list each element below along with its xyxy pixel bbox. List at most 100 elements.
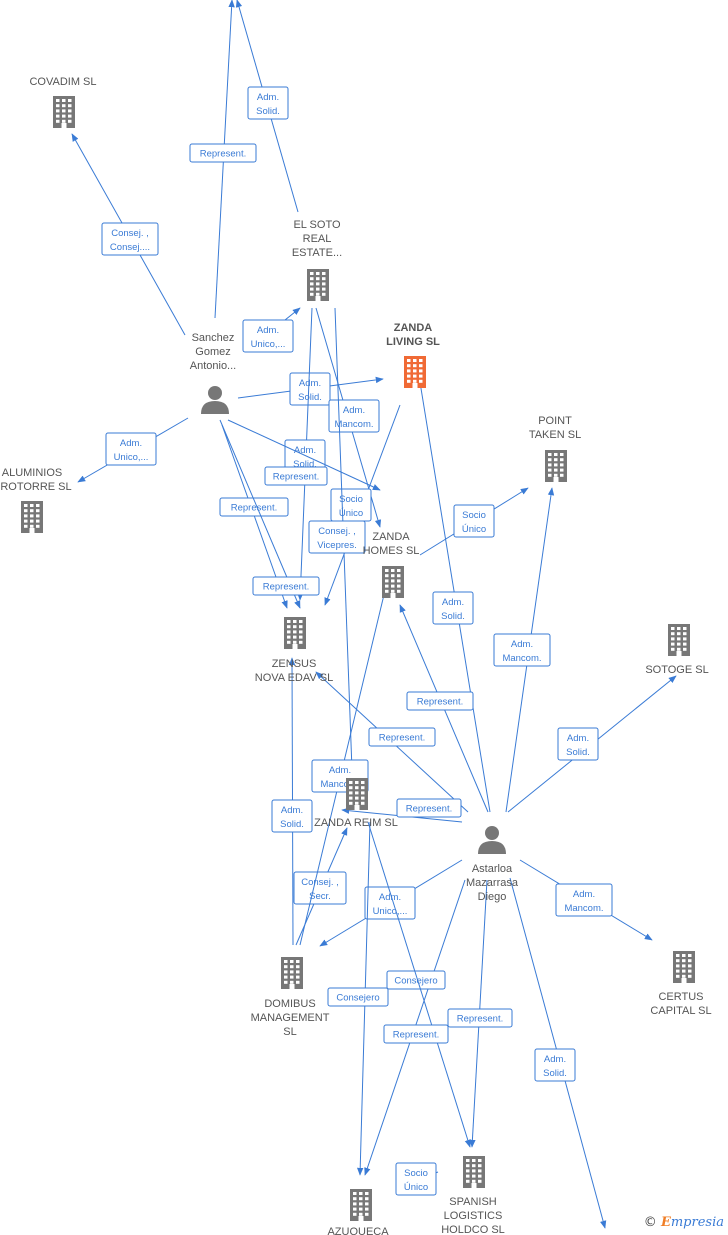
- node-label[interactable]: CAPITAL SL: [650, 1005, 711, 1017]
- person-icon[interactable]: [201, 386, 229, 414]
- edge-label-text: Consejero: [336, 993, 379, 1004]
- node-label[interactable]: EL SOTO: [293, 219, 341, 231]
- node-label[interactable]: Diego: [478, 891, 507, 903]
- node-certus[interactable]: CERTUS CAPITAL SL: [650, 951, 712, 1017]
- edge-label-box[interactable]: [328, 399, 380, 433]
- node-label[interactable]: SL: [283, 1026, 296, 1038]
- node-label[interactable]: POINT: [538, 415, 572, 427]
- node-label[interactable]: ZENSUS: [272, 658, 317, 670]
- edge-label-box[interactable]: [242, 319, 294, 353]
- node-domibus[interactable]: DOMIBUS MANAGEMENT SL: [251, 957, 330, 1038]
- edge-label-box[interactable]: [453, 504, 495, 538]
- node-label[interactable]: UROTORRE SL: [0, 481, 72, 493]
- node-label[interactable]: ZANDA: [394, 322, 433, 334]
- edge-label-box[interactable]: [289, 372, 331, 406]
- node-label[interactable]: TAKEN SL: [529, 429, 581, 441]
- node-label[interactable]: HOMES SL: [363, 545, 420, 557]
- edge-label-box[interactable]: [432, 591, 474, 625]
- node-label[interactable]: Gomez: [195, 346, 230, 358]
- node-elsoto[interactable]: EL SOTO REAL ESTATE...: [292, 219, 342, 301]
- edge-label-box[interactable]: [383, 1024, 449, 1044]
- building-icon[interactable]: [404, 356, 426, 388]
- node-label[interactable]: ZANDA REIM SL: [314, 817, 398, 829]
- building-icon[interactable]: [382, 566, 404, 598]
- edge-label-box[interactable]: [252, 576, 320, 596]
- node-label[interactable]: MANAGEMENT: [251, 1012, 330, 1024]
- edge: Adm.Unico,...: [77, 417, 189, 483]
- building-icon[interactable]: [346, 778, 368, 810]
- node-label[interactable]: LOGISTICS: [444, 1210, 503, 1222]
- edge-label-text: Socio: [404, 1168, 428, 1179]
- building-icon[interactable]: [668, 624, 690, 656]
- node-label[interactable]: Antonio...: [190, 360, 236, 372]
- building-icon[interactable]: [307, 269, 329, 301]
- edge-label-text: Consej. ,: [301, 877, 339, 888]
- edge-label-text: Represent.: [393, 1030, 439, 1041]
- person-icon[interactable]: [478, 826, 506, 854]
- node-zandahomes[interactable]: ZANDA HOMES SL: [363, 531, 420, 598]
- node-sanchez[interactable]: SanchezGomezAntonio...: [190, 332, 236, 414]
- node-covadim[interactable]: COVADIM SL: [29, 76, 97, 128]
- node-label[interactable]: SPANISH: [449, 1196, 497, 1208]
- node-label[interactable]: Mazarrasa: [466, 877, 519, 889]
- edge-label-box[interactable]: [189, 143, 257, 163]
- edge-label-box[interactable]: [557, 727, 599, 761]
- edge-label-box[interactable]: [447, 1008, 513, 1028]
- node-label[interactable]: LIVING SL: [386, 336, 440, 348]
- building-icon[interactable]: [463, 1156, 485, 1188]
- edge-label-text: Adm.: [511, 639, 533, 650]
- edge-label-box[interactable]: [555, 883, 613, 917]
- edge-label-box[interactable]: [101, 222, 159, 256]
- edge-label-box[interactable]: [308, 520, 366, 554]
- node-label[interactable]: SOTOGE SL: [645, 664, 708, 676]
- node-zensus[interactable]: ZENSUS NOVA EDAV SL: [255, 617, 333, 684]
- node-spanish[interactable]: SPANISH LOGISTICS HOLDCO SL: [441, 1156, 505, 1235]
- edge-label-box[interactable]: [247, 86, 289, 120]
- building-icon[interactable]: [284, 617, 306, 649]
- edge-label-box[interactable]: [264, 466, 328, 486]
- building-icon[interactable]: [350, 1189, 372, 1221]
- building-icon[interactable]: [21, 501, 43, 533]
- node-label[interactable]: CERTUS: [658, 991, 703, 1003]
- edge-label-box[interactable]: [327, 987, 389, 1007]
- edge-line: [227, 419, 381, 491]
- node-label[interactable]: ESTATE...: [292, 247, 342, 259]
- edge-label-text: Adm.: [573, 889, 595, 900]
- node-azuqueca[interactable]: AZUQUECA: [327, 1189, 389, 1235]
- node-aluminios[interactable]: ALUMINIOS UROTORRE SL: [0, 467, 72, 533]
- building-icon[interactable]: [673, 951, 695, 983]
- node-label[interactable]: HOLDCO SL: [441, 1224, 505, 1235]
- building-icon[interactable]: [281, 957, 303, 989]
- edge-label-box[interactable]: [395, 1162, 437, 1196]
- node-label[interactable]: ZANDA: [372, 531, 410, 543]
- node-label[interactable]: Astarloa: [472, 863, 513, 875]
- edge: Represent.: [315, 671, 469, 813]
- node-label[interactable]: Sanchez: [192, 332, 235, 344]
- edge-label-box[interactable]: [493, 633, 551, 667]
- building-icon[interactable]: [545, 450, 567, 482]
- node-sotoge[interactable]: SOTOGE SL: [645, 624, 709, 676]
- edge-label-box[interactable]: [386, 970, 446, 990]
- node-zandareim[interactable]: ZANDA REIM SL: [314, 778, 398, 829]
- node-label[interactable]: REAL: [303, 233, 332, 245]
- node-label[interactable]: AZUQUECA: [327, 1226, 389, 1235]
- node-zandaliving[interactable]: ZANDA LIVING SL: [386, 322, 440, 388]
- edge-label-text: Socio: [339, 494, 363, 505]
- edge-label-box[interactable]: [364, 886, 416, 920]
- node-label[interactable]: NOVA EDAV SL: [255, 672, 333, 684]
- node-pointtaken[interactable]: POINT TAKEN SL: [529, 415, 581, 482]
- edge: Adm.Solid.: [235, 0, 299, 213]
- edge-label-box[interactable]: [219, 497, 289, 517]
- node-label[interactable]: DOMIBUS: [264, 998, 315, 1010]
- building-icon[interactable]: [53, 96, 75, 128]
- edge-label-box[interactable]: [534, 1048, 576, 1082]
- edge-label-box[interactable]: [271, 799, 313, 833]
- node-label[interactable]: COVADIM SL: [29, 76, 96, 88]
- edge-label-box[interactable]: [406, 691, 474, 711]
- node-label[interactable]: ALUMINIOS: [2, 467, 63, 479]
- edge-label-box[interactable]: [368, 727, 436, 747]
- edge-label-box[interactable]: [105, 432, 157, 466]
- edge-label-box[interactable]: [293, 871, 347, 905]
- edge-label-box[interactable]: [396, 798, 462, 818]
